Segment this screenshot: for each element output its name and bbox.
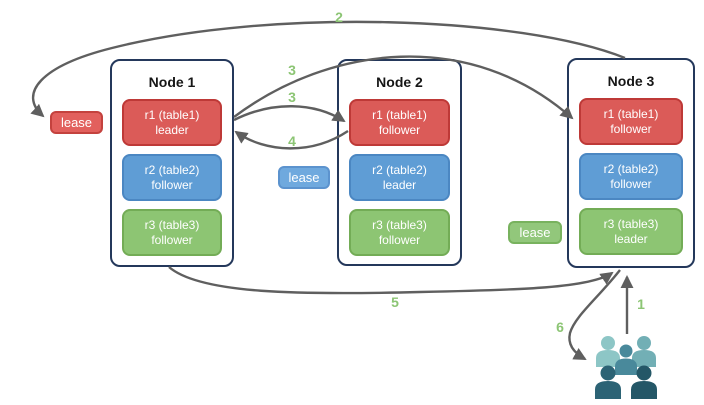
- replica-range: r3 (table3): [144, 217, 200, 232]
- replica-role: follower: [151, 232, 193, 247]
- node-2-title: Node 2: [376, 74, 423, 90]
- replica-range: r2 (table2): [372, 162, 427, 177]
- users-group-icon: [595, 336, 657, 399]
- lease-badge-table2: lease: [278, 166, 330, 189]
- replica-role: follower: [151, 177, 193, 192]
- node-1-replica-r1: r1 (table1) leader: [122, 99, 222, 146]
- replica-role: follower: [610, 176, 652, 191]
- replica-range: r2 (table2): [603, 161, 659, 176]
- step-label-3-long: 3: [288, 62, 296, 78]
- replica-role: follower: [610, 121, 652, 136]
- replica-range: r1 (table1): [372, 107, 427, 122]
- arrow-step-3-short: [233, 105, 346, 123]
- node-2-replica-r1: r1 (table1) follower: [349, 99, 450, 146]
- step-label-4: 4: [288, 133, 296, 149]
- replica-role: leader: [155, 122, 189, 137]
- user-figure-bottom-right: [631, 365, 657, 399]
- node-1-replica-r3: r3 (table3) follower: [122, 209, 222, 256]
- node-3: Node 3 r1 (table1) follower r2 (table2) …: [567, 58, 695, 268]
- arrow-step-5: [168, 266, 614, 295]
- replica-range: r1 (table1): [144, 107, 200, 122]
- replica-role: follower: [378, 122, 421, 137]
- step-label-5: 5: [391, 294, 399, 310]
- replica-range: r1 (table1): [603, 106, 659, 121]
- node-3-title: Node 3: [607, 73, 655, 89]
- replica-role: leader: [382, 177, 417, 192]
- lease-badge-table1: lease: [50, 111, 103, 134]
- user-figure-bottom-left: [595, 365, 621, 399]
- node-3-replica-r1: r1 (table1) follower: [579, 98, 683, 145]
- replica-role: leader: [614, 231, 648, 246]
- node-2-replica-r3: r3 (table3) follower: [349, 209, 450, 256]
- node-2: Node 2 r1 (table1) follower r2 (table2) …: [337, 59, 462, 266]
- node-1: Node 1 r1 (table1) leader r2 (table2) fo…: [110, 59, 234, 267]
- step-label-3-short: 3: [288, 89, 296, 105]
- node-1-title: Node 1: [148, 74, 196, 90]
- lease-badge-table3: lease: [508, 221, 562, 244]
- node-3-replica-r2: r2 (table2) follower: [579, 153, 683, 200]
- node-1-replica-r2: r2 (table2) follower: [122, 154, 222, 201]
- user-figure-top-right: [632, 336, 656, 367]
- replica-range: r3 (table3): [603, 216, 659, 231]
- step-label-6: 6: [556, 319, 564, 335]
- step-label-2: 2: [335, 9, 343, 25]
- replica-range: r3 (table3): [372, 217, 427, 232]
- replica-role: follower: [378, 232, 421, 247]
- replica-range: r2 (table2): [144, 162, 200, 177]
- step-label-1: 1: [637, 296, 645, 312]
- node-3-replica-r3: r3 (table3) leader: [579, 208, 683, 255]
- node-2-replica-r2: r2 (table2) leader: [349, 154, 450, 201]
- user-figure-middle: [615, 344, 637, 375]
